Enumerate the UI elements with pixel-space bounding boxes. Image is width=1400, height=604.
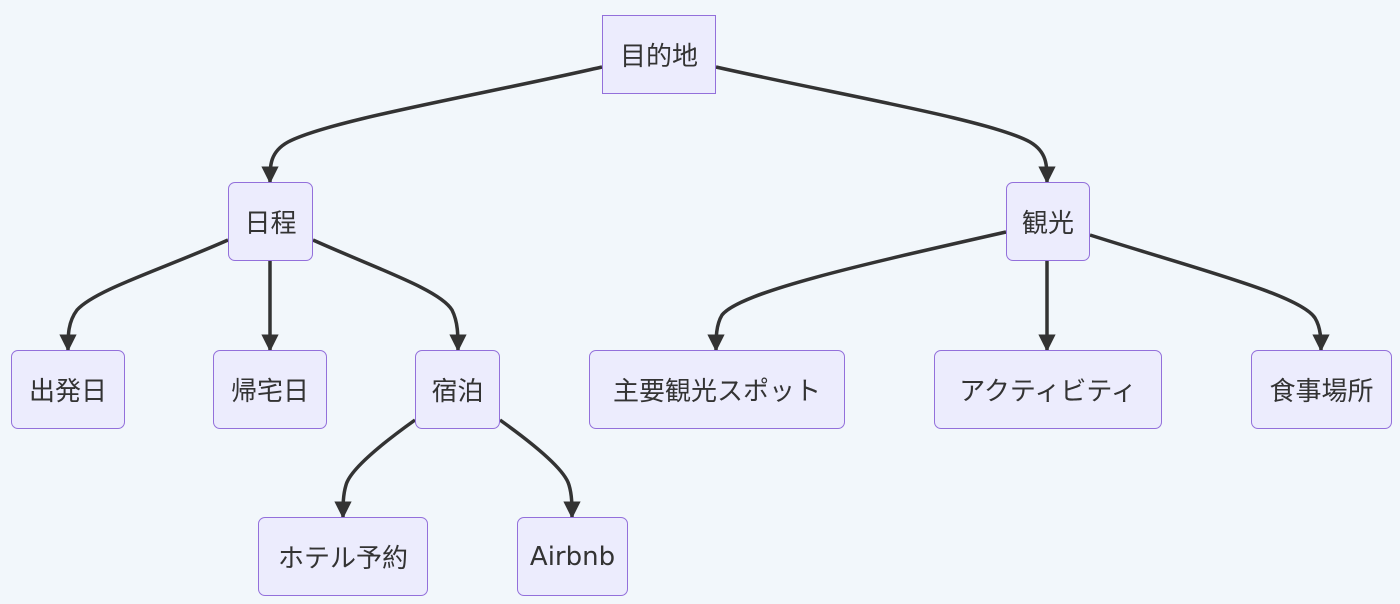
edge-nittei-shuppatsubi [59, 238, 229, 352]
edge-shukuhaku-hotel-yoyaku [334, 418, 417, 519]
node-activity: アクティビティ [934, 350, 1162, 429]
node-nittei: 日程 [228, 182, 313, 261]
node-airbnb: Airbnb [517, 517, 628, 596]
node-shukuhaku: 宿泊 [415, 350, 500, 429]
node-shuyo-kanko-spot: 主要観光スポット [589, 350, 845, 429]
node-shuppatsubi: 出発日 [11, 350, 125, 429]
node-shokuji-basho: 食事場所 [1251, 350, 1392, 429]
edge-kanko-shuyo-kanko-spot [707, 230, 1007, 352]
edge-mokutekichi-kanko [715, 65, 1056, 184]
node-hotel-yoyaku: ホテル予約 [258, 517, 428, 596]
node-kanko: 観光 [1006, 182, 1090, 261]
edge-shukuhaku-airbnb [498, 418, 581, 519]
edge-mokutekichi-nittei [261, 65, 603, 184]
node-kitakubi: 帰宅日 [213, 350, 327, 429]
edge-nittei-shukuhaku [312, 238, 467, 352]
edge-kanko-shokuji-basho [1089, 233, 1330, 352]
node-mokutekichi: 目的地 [602, 15, 716, 94]
